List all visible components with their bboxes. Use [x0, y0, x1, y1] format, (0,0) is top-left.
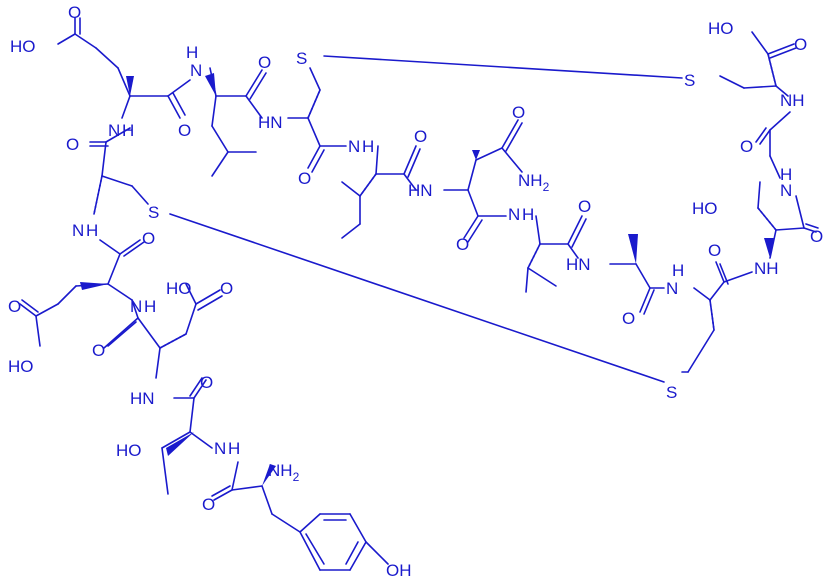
asp-acid-o-label: O	[220, 279, 233, 298]
cys3-nh-label: N	[666, 279, 678, 298]
glu1-nh-h-label: H	[122, 121, 134, 140]
glu1-acid-label: HO	[10, 37, 36, 56]
leu2-nh-label: N	[508, 205, 520, 224]
stereo-hashes	[93, 53, 777, 349]
cys2-co-o-label: O	[66, 135, 79, 154]
thr2-nh-label: NH	[754, 259, 779, 278]
ile-nh-h-label: H	[362, 137, 374, 156]
thr1-co-o-label: O	[200, 373, 213, 392]
cys3-s-label: S	[666, 383, 677, 402]
gly-nh-h-label: H	[780, 165, 792, 184]
tyr-nh2-label: NH2	[268, 461, 300, 484]
asp-nh-label: HN	[130, 389, 155, 408]
thr1-oh-label: HO	[116, 441, 142, 460]
ala-co-o-label: O	[622, 309, 635, 328]
glu2-nh-h-label: H	[144, 297, 156, 316]
cys4-acid-label: HO	[708, 19, 734, 38]
leu1-nh-label: N	[190, 61, 202, 80]
asn-nh-label: HN	[408, 181, 433, 200]
glu1-co-o-label: O	[178, 121, 191, 140]
glu2-acid-label: HO	[8, 357, 34, 376]
cys1-s-label: S	[296, 49, 307, 68]
glu2-co-o-label: O	[142, 229, 155, 248]
cys3-nh-h-label: H	[672, 261, 684, 280]
cys4-acid-o-label: O	[794, 35, 807, 54]
glu2-nh-label: N	[130, 297, 142, 316]
cys4-s-label: S	[684, 71, 695, 90]
leu2-nh-h-label: H	[522, 205, 534, 224]
cys2-s-label: S	[148, 203, 159, 222]
atom-labels: HO O H N O N H O S HN O N H O HN O NH2 O…	[8, 3, 823, 580]
thr2-oh-label: HO	[692, 199, 718, 218]
asn-nh2-label: NH2	[518, 171, 550, 194]
tyr-co-o-label: O	[202, 495, 215, 514]
ile-co-o-label: O	[414, 127, 427, 146]
ala-nh-label: HN	[566, 255, 591, 274]
cys1-nh-label: HN	[258, 113, 283, 132]
gly-co-o-label: O	[740, 137, 753, 156]
thr1-nh-h-label: H	[228, 439, 240, 458]
glu1-acid-o-label: O	[68, 3, 81, 22]
glu2-acid-o-label: O	[8, 297, 21, 316]
asp-co-o-label: O	[92, 341, 105, 360]
leu2-co-o-label: O	[578, 197, 591, 216]
gly-nh-label: N	[780, 181, 792, 200]
ile-nh-label: N	[348, 137, 360, 156]
cys1-co-o-label: O	[298, 169, 311, 188]
glu1-nh-label: N	[108, 121, 120, 140]
thr2-co-o-label: O	[810, 227, 823, 246]
cys4-nh-label: NH	[780, 91, 805, 110]
leu1-co-o-label: O	[258, 53, 271, 72]
asp-acid-label: HO	[166, 279, 192, 298]
leu1-nh-h-label: H	[186, 43, 198, 62]
thr1-nh-label: N	[214, 439, 226, 458]
cys3-co-o-label: O	[708, 241, 721, 260]
asn-co-o-label: O	[456, 235, 469, 254]
cys2-nh-label: N	[72, 221, 84, 240]
cys2-nh-h-label: H	[86, 221, 98, 240]
tyr-oh-label: OH	[386, 561, 412, 580]
asn-side-o-label: O	[512, 103, 525, 122]
stereo-wedges	[80, 73, 774, 486]
bond-lines	[19, 17, 819, 571]
